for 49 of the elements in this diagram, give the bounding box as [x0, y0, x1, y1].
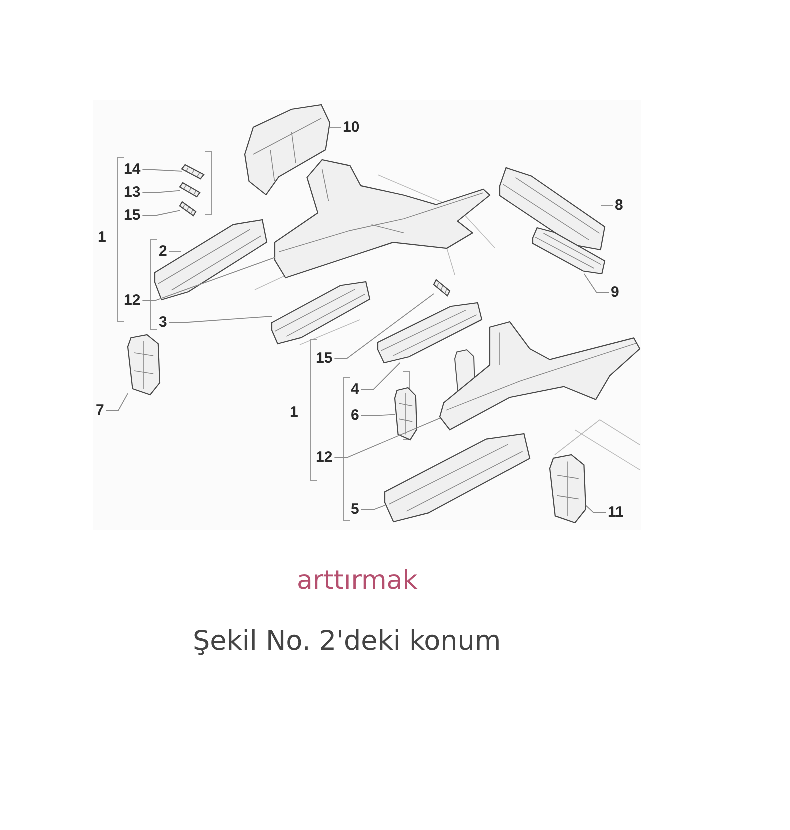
leader-line: [142, 257, 276, 302]
pin-drawing: [180, 202, 196, 216]
caption: Şekil No. 2'deki konum: [193, 626, 502, 657]
leader-line: [142, 170, 182, 172]
pin-drawing: [434, 280, 450, 296]
callout-number: 14: [124, 162, 141, 178]
side-rail-drawing: [385, 434, 530, 522]
leader-line: [360, 505, 386, 510]
leader-line: [142, 210, 180, 216]
mount-bracket-drawing: [550, 455, 586, 523]
side-rail-drawing: [272, 282, 370, 344]
front-frame-drawing: [275, 160, 490, 278]
callout-number: 15: [124, 208, 141, 224]
leader-line: [106, 393, 128, 412]
callout-number: 12: [124, 293, 141, 309]
body-panel-drawing: [245, 105, 330, 195]
side-rail-drawing: [155, 220, 267, 300]
leader-line: [142, 190, 180, 194]
callout-number: 12: [316, 450, 333, 466]
callout-number: 5: [351, 502, 360, 518]
callout-number: 7: [96, 403, 104, 419]
leader-line: [584, 274, 610, 294]
callout-number: 6: [351, 408, 360, 424]
enlarge-link: arttırmak: [297, 566, 418, 596]
cross-member-drawing: [533, 228, 605, 274]
leader-line: [586, 505, 606, 514]
plate-drawing: [128, 335, 160, 395]
leader-line: [334, 418, 440, 458]
callout-number: 8: [615, 198, 624, 214]
leader-line: [360, 414, 396, 416]
side-rail-drawing: [378, 303, 482, 363]
callout-number: 1: [290, 404, 298, 421]
leader-line: [168, 316, 272, 324]
callout-number: 11: [608, 505, 624, 521]
callout-number: 10: [343, 120, 360, 136]
callout-number: 15: [316, 351, 333, 367]
callout-number: 13: [124, 185, 141, 201]
pin-drawing: [180, 183, 200, 197]
callout-number: 3: [159, 315, 168, 331]
leader-line: [334, 294, 434, 360]
leader-line: [360, 362, 401, 390]
front-frame-drawing: [440, 322, 640, 430]
callout-number: 1: [98, 229, 106, 246]
callout-number: 2: [159, 244, 168, 260]
callout-number: 9: [611, 285, 620, 301]
cross-member-drawing: [500, 168, 605, 250]
callout-number: 4: [351, 382, 360, 398]
pin-drawing: [182, 165, 204, 179]
bracket-plate-drawing: [395, 388, 417, 440]
